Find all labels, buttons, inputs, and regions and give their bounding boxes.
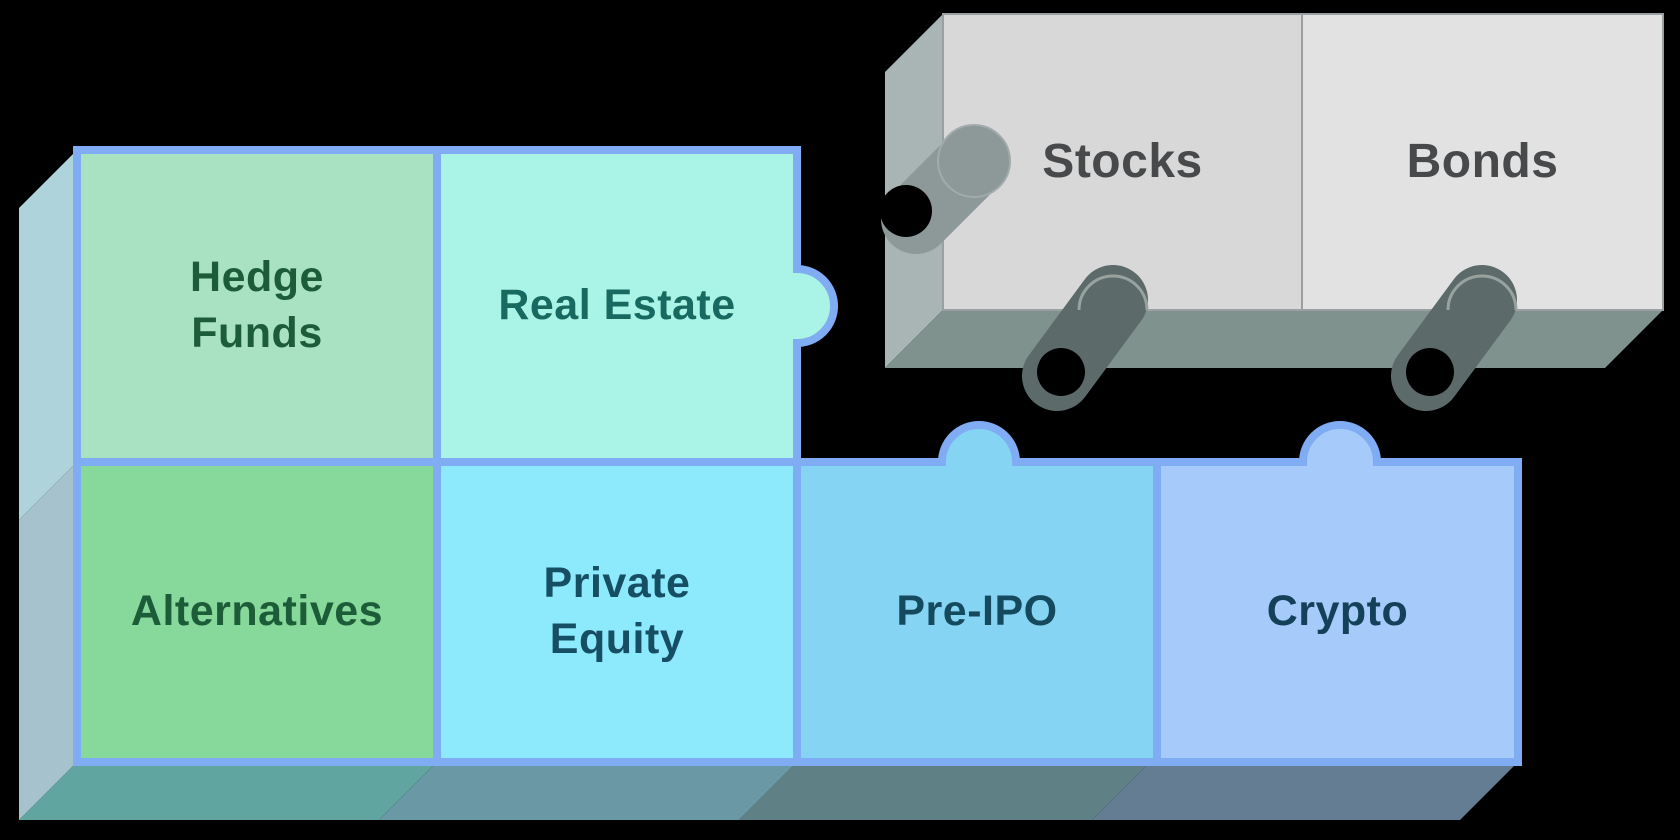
socket-left-stocks-dome — [937, 124, 1011, 198]
alt-block-bottom-face-private-equity — [379, 762, 797, 820]
trad-block-bottom-face — [885, 310, 1663, 368]
alt-block-side-face-lower — [19, 462, 77, 820]
alt-block-bottom-face-crypto — [1092, 762, 1518, 820]
socket-left-stocks-hole — [880, 185, 932, 237]
socket-bottom-stocks-dome-rim — [1077, 274, 1149, 311]
socket-bottom-stocks-dome — [1079, 276, 1147, 310]
alt-block-bottom-face-pre-ipo — [739, 762, 1150, 820]
alt-block-side-face-upper — [19, 150, 77, 520]
piece-alternatives-shape — [73, 458, 441, 766]
piece-real-estate-shape — [433, 146, 838, 466]
socket-bottom-stocks-hole — [1037, 348, 1085, 396]
piece-crypto-shape — [1153, 421, 1522, 766]
alt-block-bottom-face-alternatives — [19, 762, 437, 820]
piece-hedge-funds-shape — [73, 146, 441, 466]
socket-bottom-bonds-dome — [1448, 276, 1516, 310]
piece-pre-ipo-shape — [793, 421, 1161, 766]
socket-bottom-bonds-dome-rim — [1446, 274, 1518, 311]
piece-private-equity-shape — [433, 458, 801, 766]
socket-bottom-bonds-hole — [1406, 348, 1454, 396]
